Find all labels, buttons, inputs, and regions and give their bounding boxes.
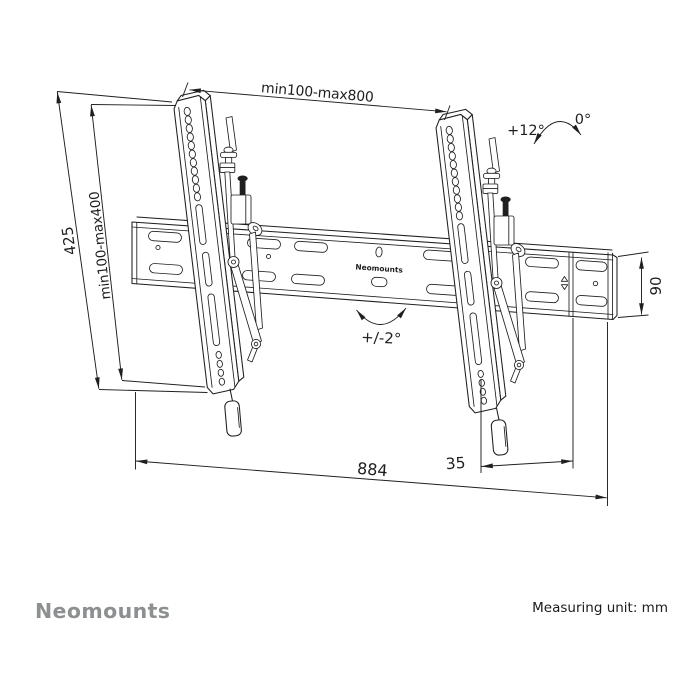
tilt-zero-label: 0°	[575, 112, 591, 128]
dim-top-width-label: min100-max800	[260, 80, 374, 106]
rail-slots-bottom-row	[149, 263, 608, 307]
rail-hole	[592, 280, 599, 287]
dim-wall-distance-label: 35	[445, 454, 466, 473]
dim-vesa-height-label: min100-max400	[87, 191, 115, 301]
dim-overall-height: 425	[56, 91, 208, 393]
right-pull-handle	[490, 407, 509, 457]
measuring-unit-note: Measuring unit: mm	[532, 600, 668, 616]
rail-brand-stamp: Neomounts	[355, 262, 404, 274]
brand-logo: Neomounts	[35, 599, 170, 623]
dim-rail-height: 90	[617, 251, 665, 318]
height-adjust-arrow-icon	[560, 276, 569, 290]
tilt-max-label: +12°	[507, 123, 545, 139]
dim-wall-distance: 35	[445, 318, 574, 473]
dim-overall-height-label: 425	[58, 225, 80, 256]
dim-rail-height-label: 90	[647, 276, 665, 295]
level-adjust-label: +/-2°	[361, 328, 402, 348]
left-pull-handle	[223, 388, 243, 438]
dim-bottom-width-label: 884	[356, 459, 388, 480]
dim-bottom-width: 884	[135, 322, 608, 506]
rail-hole	[155, 244, 161, 251]
tilt-angle-annotation: +12° 0°	[507, 112, 591, 145]
rail-center-stamp: Neomounts	[355, 246, 404, 288]
level-angle-annotation: +/-2°	[356, 307, 407, 348]
rail-hole	[265, 253, 272, 260]
dim-top-width: min100-max800	[182, 80, 451, 121]
